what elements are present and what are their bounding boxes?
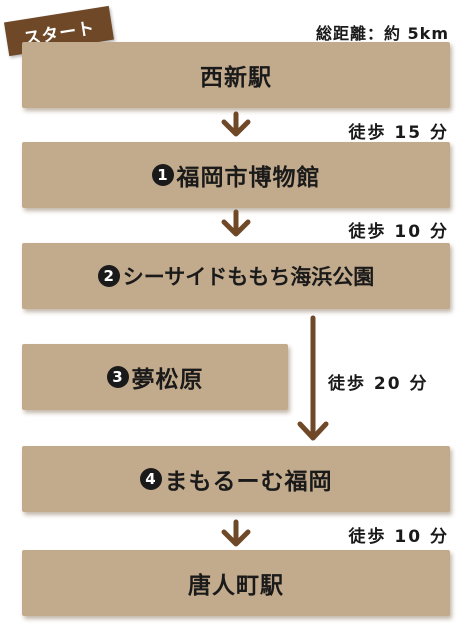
down-arrow-icon [221, 519, 251, 547]
stop-box: 1 福岡市博物館 [22, 142, 450, 208]
stop-number-badge: 4 [139, 468, 162, 490]
stop-label: シーサイドももち海浜公園 [122, 265, 375, 289]
stop-box: 西新駅 [22, 42, 450, 108]
walk-time: 徒歩 10 分 [348, 222, 449, 242]
stop-number-badge: 2 [97, 265, 120, 287]
stop-box: 2 シーサイドももち海浜公園 [22, 243, 450, 309]
walk-time: 徒歩 20 分 [328, 374, 429, 394]
total-distance: 総距離：約 5km [315, 24, 449, 43]
stop-label: 福岡市博物館 [176, 165, 321, 191]
stop-number-badge: 1 [151, 164, 174, 186]
down-arrow-icon [221, 209, 251, 237]
stop-label: まもるーむ福岡 [164, 469, 333, 495]
long-down-arrow-icon [297, 315, 329, 441]
down-arrow-icon [221, 111, 251, 137]
stop-box: 3 夢松原 [22, 344, 288, 410]
stop-label: 唐人町駅 [188, 573, 284, 599]
walk-time: 徒歩 15 分 [348, 123, 449, 143]
walk-time: 徒歩 10 分 [348, 527, 449, 547]
stop-box: 4 まもるーむ福岡 [22, 446, 450, 512]
stop-label: 夢松原 [131, 367, 204, 393]
stop-label: 西新駅 [200, 65, 272, 91]
stop-number-badge: 3 [106, 366, 129, 388]
stop-box: 唐人町駅 [22, 550, 450, 616]
